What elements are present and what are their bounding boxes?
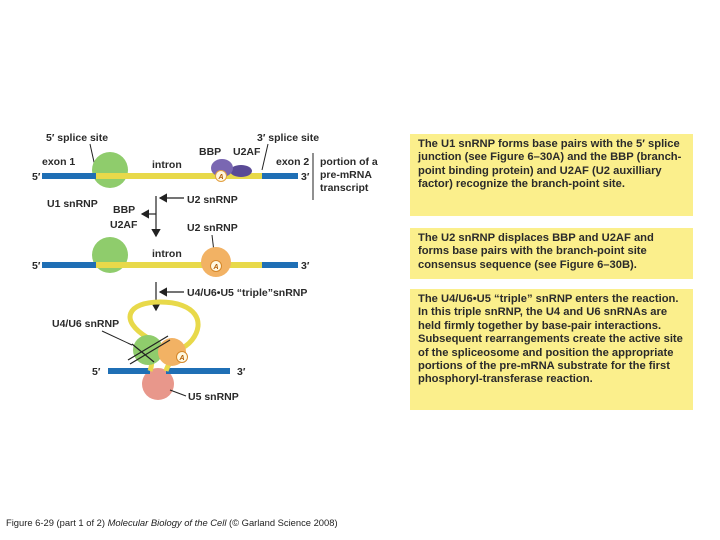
u2af-shape (230, 165, 252, 177)
exon1-segment-2 (42, 262, 96, 268)
caption-prefix: Figure 6-29 (part 1 of 2) (6, 517, 106, 528)
five-prime-splice-site-label: 5′ splice site (46, 132, 108, 144)
bbp-label: BBP (199, 146, 221, 158)
branch-point-a-3: A (178, 355, 184, 362)
caption-book-title: Molecular Biology of the Cell (107, 517, 227, 528)
intron-segment (96, 173, 262, 179)
exon2-segment-2 (262, 262, 298, 268)
stage-3: U4/U6 snRNP A 5′ 3′ U5 snRNP (52, 299, 246, 403)
intron-segment-2 (96, 262, 262, 268)
five-prime-end-2: 5′ (32, 260, 41, 272)
branch-point-marker-2 (210, 260, 222, 272)
transcript-label-line-3: transcript (320, 182, 369, 194)
three-prime-splice-site-label: 3′ splice site (257, 132, 319, 144)
u4u6-pairing-1 (127, 335, 169, 361)
exon2-segment-3 (166, 368, 230, 374)
five-prime-end-3: 5′ (92, 366, 101, 378)
u2af-released-label: U2AF (110, 219, 138, 231)
three-prime-end-2: 3′ (301, 260, 310, 272)
exon1-segment (42, 173, 96, 179)
branch-point-a: A (217, 174, 223, 181)
u5-snrnp-shape (142, 368, 174, 400)
u4u6-pointer (101, 330, 133, 346)
u2-snrnp-label: U2 snRNP (187, 222, 238, 234)
intron-label: intron (152, 159, 182, 171)
u4u6-pairing-2 (129, 339, 171, 365)
u4u6-pairing-3 (131, 343, 155, 363)
five-prime-end: 5′ (32, 171, 41, 183)
u1-snrnp-shape (92, 152, 128, 188)
exon1-segment-3 (108, 368, 150, 374)
exon2-label: exon 2 (276, 156, 309, 168)
three-prime-end: 3′ (301, 171, 310, 183)
u4u6-snrnp-label: U4/U6 snRNP (52, 318, 119, 330)
transition-1: BBP U2AF U2 snRNP (110, 193, 238, 238)
figure-caption: Figure 6-29 (part 1 of 2) Molecular Biol… (6, 517, 338, 528)
step-3-description: The U4/U6•U5 “triple” snRNP enters the r… (410, 289, 693, 410)
caption-suffix: (© Garland Science 2008) (229, 517, 338, 528)
transition-2: U4/U6•U5 “triple”snRNP (151, 282, 307, 312)
step-1-description: The U1 snRNP forms base pairs with the 5… (410, 134, 693, 216)
transcript-label-line-2: pre-mRNA (320, 169, 372, 181)
exon1-label: exon 1 (42, 156, 75, 168)
u2af-label: U2AF (233, 146, 261, 158)
u1-snrnp-label: U1 snRNP (47, 198, 98, 210)
u5-pointer (169, 389, 187, 397)
exon2-segment (262, 173, 298, 179)
u2-snrnp-arrow-label: U2 snRNP (187, 194, 238, 206)
branch-point-marker (215, 170, 227, 182)
intron-label-2: intron (152, 248, 182, 260)
u5-snrnp-label: U5 snRNP (188, 391, 239, 403)
stage-2: U2 snRNP intron A 5′ 3′ (32, 222, 310, 277)
triple-snrnp-label: U4/U6•U5 “triple”snRNP (187, 287, 307, 299)
branch-point-marker-3 (176, 351, 188, 363)
transcript-label-line-1: portion of a (320, 156, 378, 168)
step-2-description: The U2 snRNP displaces BBP and U2AF and … (410, 228, 693, 279)
branch-point-a-2: A (212, 264, 218, 271)
bbp-released-label: BBP (113, 204, 135, 216)
stage-1: 5′ splice site 3′ splice site exon 1 int… (32, 132, 378, 210)
three-prime-end-3: 3′ (237, 366, 246, 378)
three-prime-splice-site-pointer (261, 143, 269, 171)
